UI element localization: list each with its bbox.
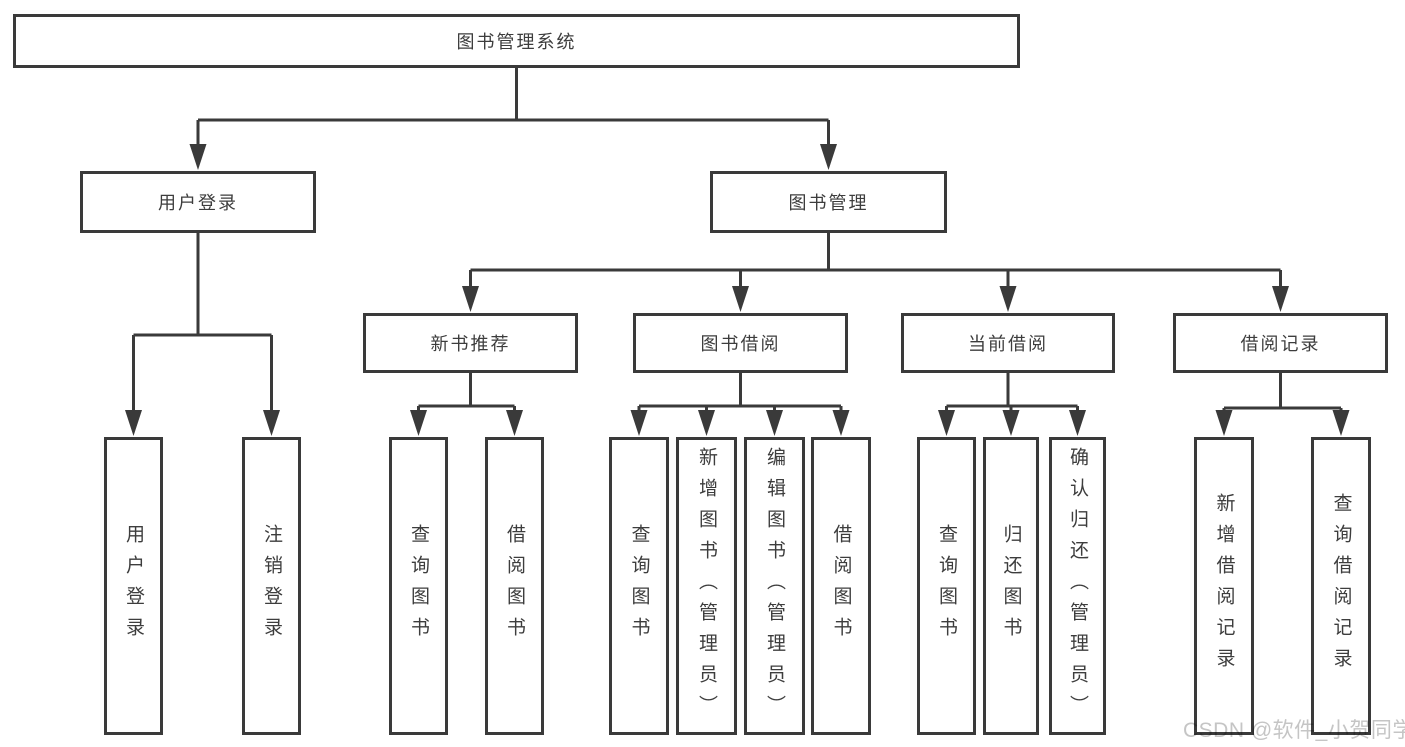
node-leaf-edit-book: 编辑图书（管理员） (744, 437, 805, 735)
node-leaf-query-borrow-record: 查询借阅记录 (1311, 437, 1371, 735)
watermark: CSDN @软件_小贺同学 (1183, 719, 1405, 742)
node-leaf-borrow-book-1: 借阅图书 (485, 437, 544, 735)
node-leaf-query-book-3: 查询图书 (917, 437, 976, 735)
node-current-borrow: 当前借阅 (901, 313, 1115, 373)
node-leaf-add-book: 新增图书（管理员） (676, 437, 737, 735)
node-new-book-rec: 新书推荐 (363, 313, 578, 373)
node-leaf-query-book-2: 查询图书 (609, 437, 669, 735)
node-book-mgmt: 图书管理 (710, 171, 947, 233)
node-leaf-return-book: 归还图书 (983, 437, 1039, 735)
node-leaf-query-book-1: 查询图书 (389, 437, 448, 735)
node-borrow-record: 借阅记录 (1173, 313, 1388, 373)
node-leaf-confirm-return: 确认归还（管理员） (1049, 437, 1106, 735)
node-leaf-borrow-book-2: 借阅图书 (811, 437, 871, 735)
node-leaf-logout: 注销登录 (242, 437, 301, 735)
node-book-borrow: 图书借阅 (633, 313, 848, 373)
node-root: 图书管理系统 (13, 14, 1020, 68)
node-leaf-add-borrow-record: 新增借阅记录 (1194, 437, 1254, 735)
node-leaf-user-login: 用户登录 (104, 437, 163, 735)
node-user-login: 用户登录 (80, 171, 316, 233)
